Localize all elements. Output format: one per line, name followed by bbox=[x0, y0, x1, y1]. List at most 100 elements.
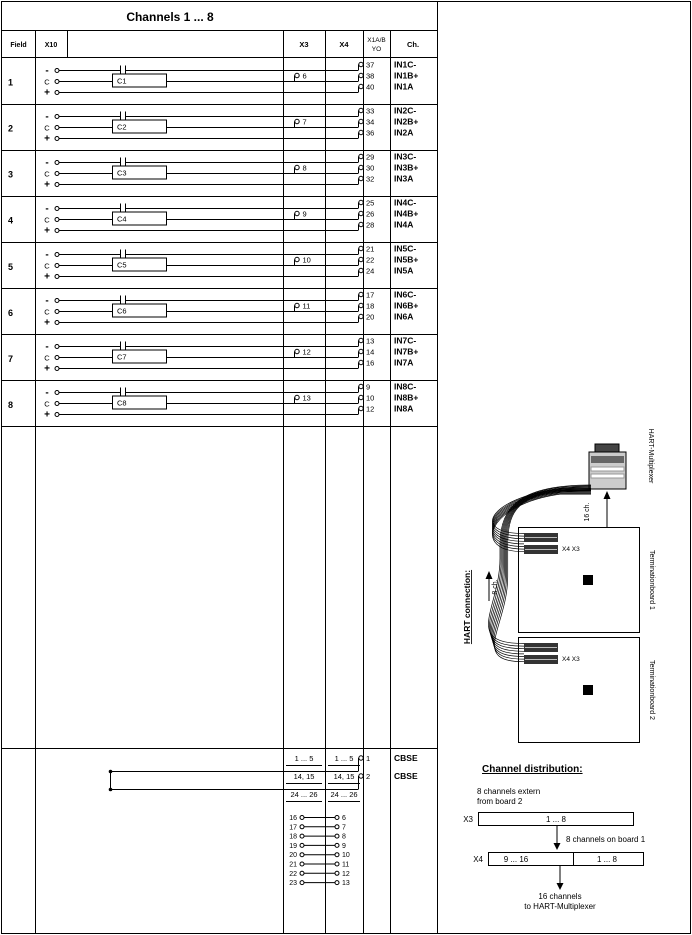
x1ab-terminal bbox=[358, 221, 364, 228]
field-terminal bbox=[54, 206, 60, 211]
arrowhead-up-icon bbox=[485, 571, 493, 579]
board2-label: Terminationboard 2 bbox=[648, 660, 655, 720]
x4-pin-number: 13 bbox=[342, 880, 350, 887]
x3-box bbox=[478, 812, 634, 826]
x1ab-terminal bbox=[358, 210, 364, 217]
board1-outline bbox=[518, 527, 640, 633]
field-terminal bbox=[54, 136, 60, 141]
x3-terminal bbox=[294, 302, 300, 309]
ch8-label: 8 ch. bbox=[492, 579, 499, 594]
field-terminal bbox=[54, 355, 60, 360]
field-terminal bbox=[54, 274, 60, 279]
field-number: 5 bbox=[8, 262, 13, 272]
field-terminal bbox=[54, 171, 60, 176]
x4-terminal bbox=[334, 852, 340, 858]
x1ab-pin: 18 bbox=[366, 302, 374, 311]
x3-terminal bbox=[294, 72, 300, 79]
channel-label: IN2B+ bbox=[394, 117, 418, 127]
x1ab-terminal bbox=[358, 164, 364, 171]
field-terminal bbox=[54, 90, 60, 95]
field-terminal bbox=[54, 160, 60, 165]
x3-terminal bbox=[299, 842, 305, 848]
arrowhead-up-icon bbox=[603, 491, 611, 499]
x3-terminal bbox=[299, 880, 305, 886]
field-terminal bbox=[54, 68, 60, 73]
x3-box-label: X3 bbox=[463, 815, 473, 824]
x4-box bbox=[488, 852, 644, 866]
channel-label: IN2A bbox=[394, 128, 413, 138]
hart-multiplexer-device bbox=[588, 443, 627, 490]
board2-outline bbox=[518, 637, 640, 743]
capacitor-label: C5 bbox=[117, 261, 127, 270]
ch16-label: 16 ch. bbox=[584, 502, 591, 521]
x3-pin: 11 bbox=[303, 302, 311, 311]
channel-label: IN2C- bbox=[394, 106, 416, 116]
cbse-pin: 1 bbox=[366, 754, 370, 763]
x4-box-label: X4 bbox=[473, 855, 483, 864]
x3-pin-number: 20 bbox=[289, 852, 297, 859]
x1ab-terminal bbox=[358, 61, 364, 68]
x4-box-right-range: 1 ... 8 bbox=[597, 855, 618, 864]
x1ab-pin: 30 bbox=[366, 164, 374, 173]
capacitor-box bbox=[112, 73, 167, 88]
x1ab-terminal bbox=[358, 291, 364, 298]
x4-terminal bbox=[334, 815, 340, 820]
x1ab-pin: 25 bbox=[366, 199, 374, 208]
logo-mark bbox=[583, 685, 593, 695]
field-terminal bbox=[54, 228, 60, 233]
x4-group-range: 1 ... 5 bbox=[335, 754, 354, 763]
x3-pin-number: 21 bbox=[289, 862, 297, 869]
x3-terminal bbox=[294, 210, 300, 217]
polarity-label: C bbox=[44, 308, 50, 317]
x1ab-terminal bbox=[358, 302, 364, 309]
x3-group-range: 1 ... 5 bbox=[295, 754, 314, 763]
capacitor-label: C8 bbox=[117, 399, 127, 408]
polarity-label: C bbox=[44, 216, 50, 225]
polarity-label: + bbox=[44, 364, 50, 375]
x3-terminal bbox=[294, 394, 300, 401]
x3-terminal bbox=[299, 861, 305, 867]
field-number: 8 bbox=[8, 400, 13, 410]
polarity-label: - bbox=[45, 158, 48, 169]
x3-pin-number: 19 bbox=[289, 843, 297, 850]
channel-label: IN4B+ bbox=[394, 209, 418, 219]
out-line2: to HART-Multiplexer bbox=[524, 902, 596, 911]
capacitor-label: C6 bbox=[117, 307, 127, 316]
x1ab-pin: 40 bbox=[366, 83, 374, 92]
polarity-label: + bbox=[44, 134, 50, 145]
x4-terminal bbox=[334, 833, 340, 839]
cbse-terminal bbox=[358, 773, 364, 779]
polarity-label: - bbox=[45, 388, 48, 399]
arrow1-label: 8 channels on board 1 bbox=[566, 835, 646, 844]
x1ab-terminal bbox=[358, 199, 364, 206]
polarity-label: + bbox=[44, 88, 50, 99]
field-terminal bbox=[54, 263, 60, 268]
x3-terminal bbox=[299, 815, 305, 820]
channel-label: IN6C- bbox=[394, 290, 416, 300]
x1ab-pin: 33 bbox=[366, 107, 374, 116]
x1ab-pin: 13 bbox=[366, 337, 374, 346]
capacitor-box bbox=[112, 257, 167, 272]
field-terminal bbox=[54, 401, 60, 406]
polarity-label: + bbox=[44, 180, 50, 191]
x3-pin: 12 bbox=[303, 348, 311, 357]
x3-pin: 13 bbox=[303, 394, 311, 403]
x1ab-terminal bbox=[358, 394, 364, 401]
x1ab-pin: 24 bbox=[366, 267, 374, 276]
polarity-label: - bbox=[45, 250, 48, 261]
x1ab-pin: 36 bbox=[366, 129, 374, 138]
polarity-label: - bbox=[45, 296, 48, 307]
x4-pin-number: 6 bbox=[342, 815, 346, 822]
x1ab-pin: 38 bbox=[366, 72, 374, 81]
x1ab-pin: 26 bbox=[366, 210, 374, 219]
x1ab-pin: 22 bbox=[366, 256, 374, 265]
x3-terminal bbox=[299, 824, 305, 830]
capacitor-label: C2 bbox=[117, 123, 127, 132]
field-number: 6 bbox=[8, 308, 13, 318]
channel-label: IN8A bbox=[394, 404, 413, 414]
x4-terminal bbox=[334, 861, 340, 867]
field-number: 7 bbox=[8, 354, 13, 364]
channel-label: IN1A bbox=[394, 82, 413, 92]
x1ab-pin: 12 bbox=[366, 405, 374, 414]
